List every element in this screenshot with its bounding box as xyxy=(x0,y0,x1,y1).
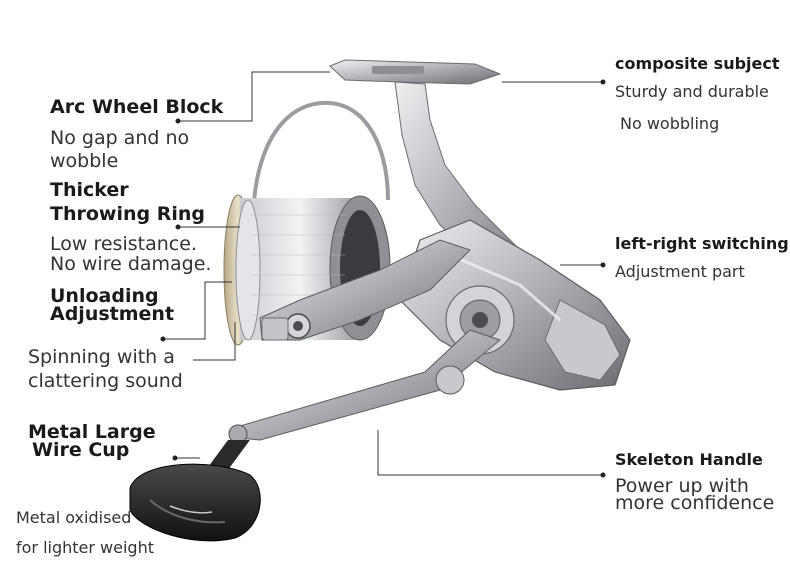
callout-description: Adjustment part xyxy=(615,262,745,281)
callout-description: Power up with xyxy=(615,475,749,497)
callout-title: composite subject xyxy=(615,54,780,73)
callout-description: Low resistance. xyxy=(50,233,197,255)
callout-title: Thicker xyxy=(50,179,129,201)
callout-description: wobble xyxy=(50,150,119,172)
callout-description: for lighter weight xyxy=(16,538,154,557)
callout-title: Throwing Ring xyxy=(50,203,205,225)
callout-description: more confidence xyxy=(615,492,775,514)
callout-title: left-right switching xyxy=(615,234,789,253)
callout-title: Wire Cup xyxy=(32,439,130,461)
reel-foot xyxy=(329,59,502,85)
callout-description: Sturdy and durable xyxy=(615,82,769,101)
callout-title: Metal Large xyxy=(28,421,156,443)
callout-title: Arc Wheel Block xyxy=(50,96,224,118)
callout-title: Skeleton Handle xyxy=(615,450,763,469)
rotor-arm xyxy=(259,239,471,341)
callout-description: Spinning with a xyxy=(28,346,175,368)
leader-lines xyxy=(163,71,603,476)
leader-dots xyxy=(160,79,606,478)
callout-description: No wobbling xyxy=(620,114,720,133)
callout-description: clattering sound xyxy=(28,370,183,392)
callout-title: Unloading xyxy=(50,285,159,307)
callout-description: Metal oxidised xyxy=(16,508,132,527)
callout-description: No wire damage. xyxy=(50,253,212,275)
skeleton-handle xyxy=(200,329,502,478)
callout-title: Adjustment xyxy=(50,303,175,325)
handle-knob xyxy=(129,463,261,542)
callout-description: No gap and no xyxy=(50,127,190,149)
